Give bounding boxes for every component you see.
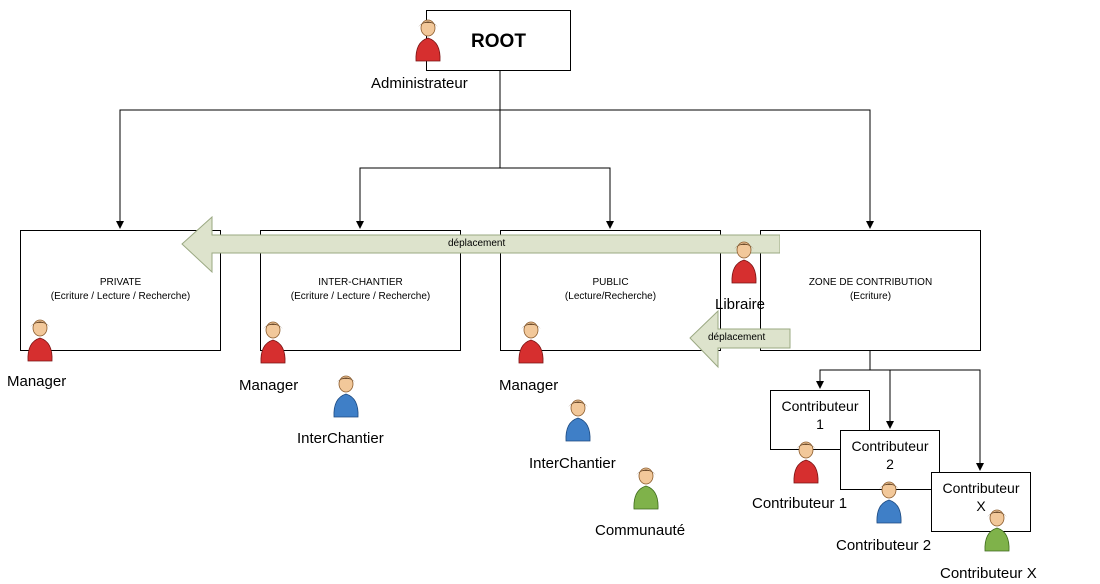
- private-subtitle: (Ecriture / Lecture / Recherche): [50, 291, 191, 302]
- interchantier-public-person-icon: [565, 399, 591, 442]
- inter-chantier-subtitle: (Ecriture / Lecture / Recherche): [290, 291, 431, 302]
- manager-public-label: Manager: [499, 377, 559, 394]
- administrateur-person-icon: [415, 19, 441, 62]
- administrateur-label: Administrateur: [371, 75, 468, 92]
- contributeur-1-box-line1: Contributeur: [781, 398, 859, 414]
- deplacement-label-top: déplacement: [448, 238, 506, 249]
- contributeur-1-label: Contributeur 1: [752, 495, 848, 512]
- zone-contribution-subtitle: (Ecriture): [849, 291, 892, 302]
- contributeur-x-box-line1: Contributeur: [942, 480, 1020, 496]
- root-to-inter-connector: [356, 167, 500, 229]
- inter-chantier-title: INTER-CHANTIER: [318, 277, 403, 288]
- libraire-label: Libraire: [715, 296, 766, 313]
- manager-inter-person-icon: [260, 321, 286, 364]
- contributeur-2-person-icon: [876, 481, 902, 524]
- zone-contribution-title: ZONE DE CONTRIBUTION: [808, 277, 933, 288]
- manager-private-person-icon: [27, 319, 53, 362]
- deplacement-arrow-bottom: [689, 310, 791, 369]
- contributeur-2-box-line2: 2: [886, 456, 894, 472]
- contributeur-2-label: Contributeur 2: [836, 537, 932, 554]
- contributeur-x-label: Contributeur X: [940, 565, 1037, 582]
- public-subtitle: (Lecture/Recherche): [564, 291, 657, 302]
- private-title: PRIVATE: [99, 277, 142, 288]
- contributeur-1-box-line2: 1: [816, 416, 824, 432]
- contributeur-2-box: Contributeur 2: [840, 430, 940, 490]
- contributeur-2-box-line1: Contributeur: [851, 438, 929, 454]
- contributeur-x-box: Contributeur X: [931, 472, 1031, 532]
- root-to-public-connector: [500, 167, 614, 229]
- manager-public-person-icon: [518, 321, 544, 364]
- manager-private-label: Manager: [7, 373, 67, 390]
- root-title: ROOT: [471, 31, 526, 52]
- contributeur-1-person-icon: [793, 441, 819, 484]
- private-box: PRIVATE (Ecriture / Lecture / Recherche): [20, 230, 221, 351]
- manager-inter-label: Manager: [239, 377, 299, 394]
- interchantier-inter-person-icon: [333, 375, 359, 418]
- zone-to-cx-connector: [870, 369, 984, 471]
- zone-to-c2-connector: [870, 369, 894, 429]
- zone-to-c1-connector: [816, 369, 870, 389]
- libraire-person-icon: [731, 241, 757, 284]
- deplacement-label-bottom: déplacement: [708, 332, 766, 343]
- interchantier-inter-label: InterChantier: [297, 430, 384, 447]
- root-to-zone-connector: [500, 109, 874, 229]
- root-box: ROOT: [426, 10, 571, 71]
- communaute-person-icon: [633, 467, 659, 510]
- contributeur-x-box-line2: X: [976, 498, 986, 514]
- deplacement-arrow-top: [181, 216, 780, 274]
- zone-contribution-box: ZONE DE CONTRIBUTION (Ecriture): [760, 230, 981, 351]
- public-title: PUBLIC: [592, 277, 629, 288]
- contributeur-x-person-icon: [984, 509, 1010, 552]
- root-to-private-connector: [116, 109, 500, 229]
- communaute-label: Communauté: [595, 522, 686, 539]
- interchantier-public-label: InterChantier: [529, 455, 616, 472]
